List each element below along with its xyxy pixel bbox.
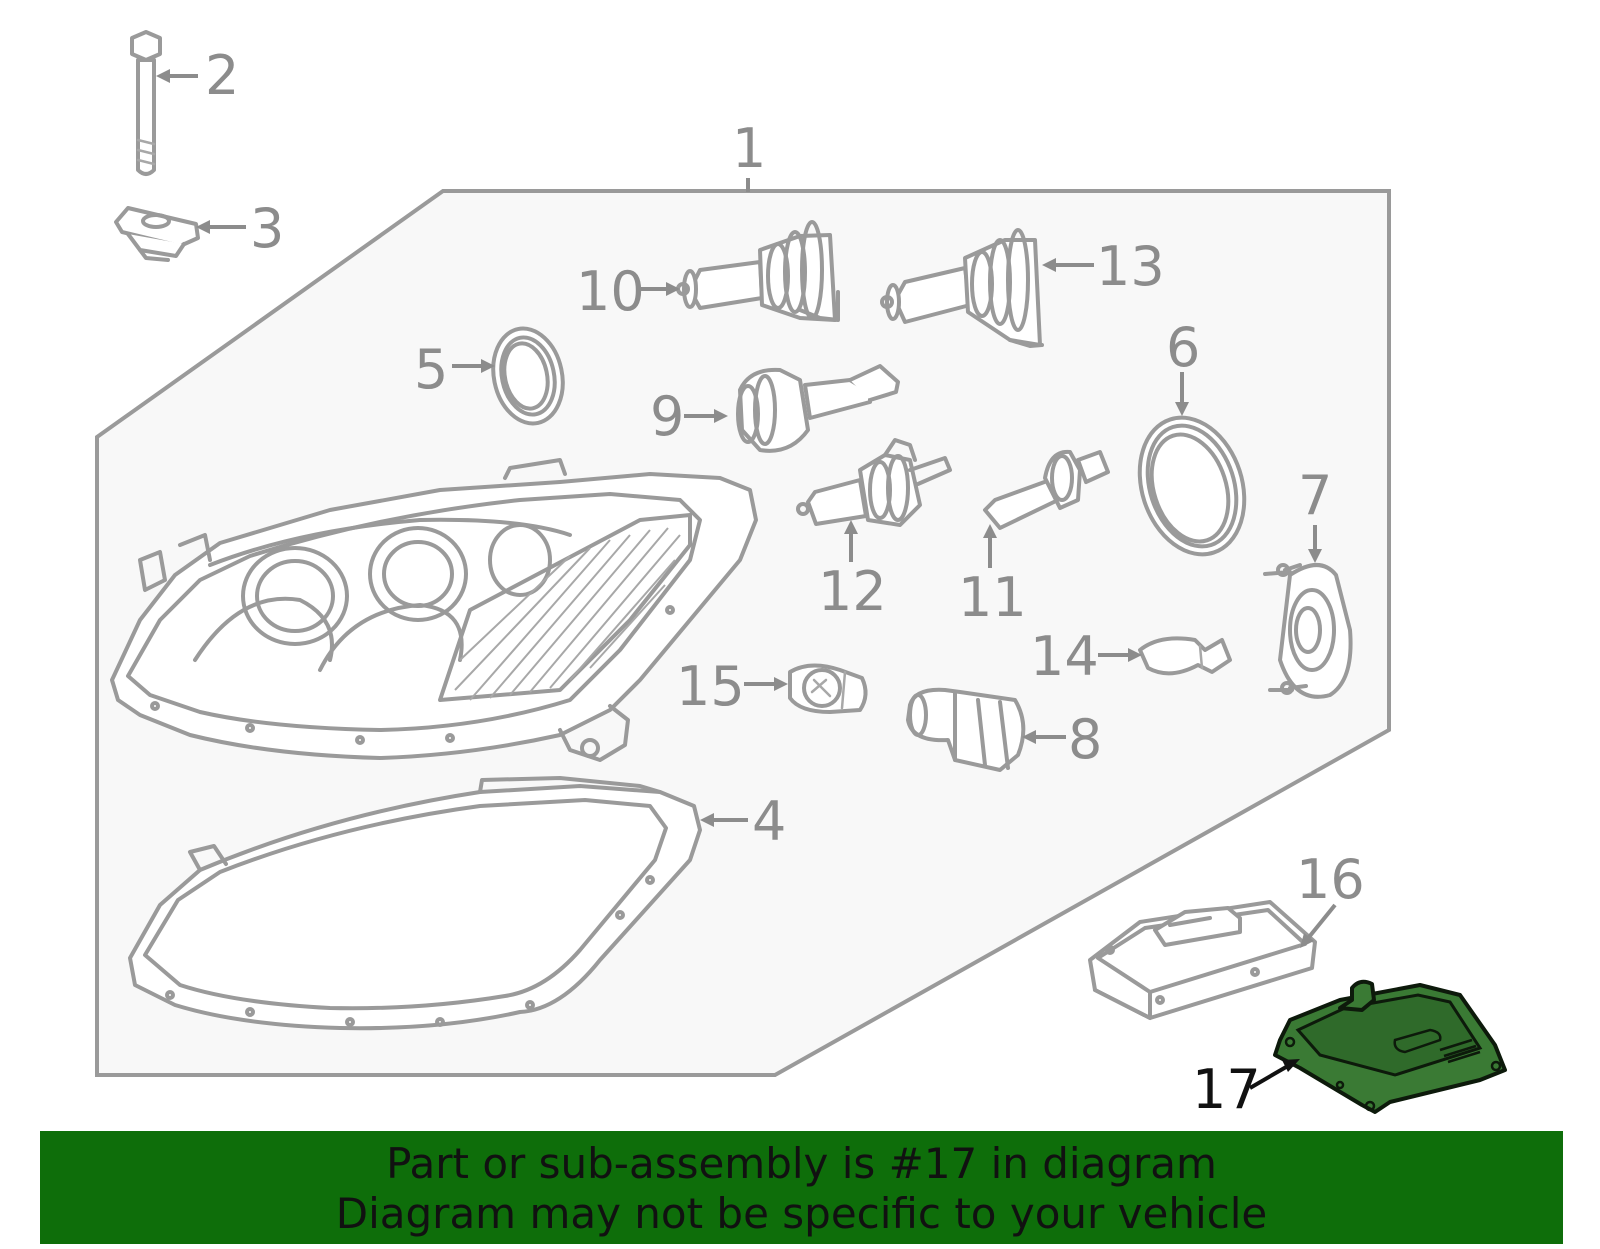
info-banner: Part or sub-assembly is #17 in diagram D… <box>40 1131 1563 1244</box>
bulb-part-15[interactable] <box>788 663 868 714</box>
callout-9: 9 <box>650 385 684 448</box>
bolt-part-2[interactable] <box>130 30 162 176</box>
bulb-part-11[interactable] <box>983 449 1110 530</box>
callout-14: 14 <box>1030 625 1099 688</box>
cap-part-7[interactable] <box>1263 563 1353 699</box>
callout-8: 8 <box>1068 708 1102 771</box>
ballast-part-17-highlighted[interactable] <box>1273 979 1507 1114</box>
banner-line-1: Part or sub-assembly is #17 in diagram <box>386 1139 1217 1188</box>
bulb-part-14[interactable] <box>1138 636 1232 676</box>
headlamp-housing <box>110 458 758 762</box>
callout-6: 6 <box>1166 316 1200 379</box>
callout-5: 5 <box>414 338 448 401</box>
callout-16: 16 <box>1296 848 1365 911</box>
bulb-part-12[interactable] <box>796 438 952 527</box>
callout-2: 2 <box>205 44 239 107</box>
bulb-part-10[interactable] <box>676 220 840 322</box>
callout-7: 7 <box>1298 464 1332 527</box>
callout-13: 13 <box>1096 235 1165 298</box>
ring-part-6[interactable] <box>1123 404 1261 568</box>
callout-1: 1 <box>732 117 766 180</box>
seal-part-5[interactable] <box>485 322 571 430</box>
socket-part-8[interactable] <box>906 687 1026 772</box>
ballast-part-16[interactable] <box>1088 900 1317 1020</box>
callout-4: 4 <box>752 790 786 853</box>
callout-17-highlighted: 17 <box>1192 1058 1261 1121</box>
callout-10: 10 <box>576 260 645 323</box>
lens-part-4[interactable] <box>128 776 702 1031</box>
callout-15: 15 <box>676 655 745 718</box>
callout-12: 12 <box>818 560 887 623</box>
bulb-part-13[interactable] <box>880 228 1044 348</box>
clip-nut-part-3[interactable] <box>114 206 200 262</box>
callout-11: 11 <box>958 566 1027 629</box>
banner-line-2: Diagram may not be specific to your vehi… <box>335 1189 1268 1238</box>
bulb-part-9[interactable] <box>736 364 900 453</box>
callout-3: 3 <box>250 197 284 260</box>
